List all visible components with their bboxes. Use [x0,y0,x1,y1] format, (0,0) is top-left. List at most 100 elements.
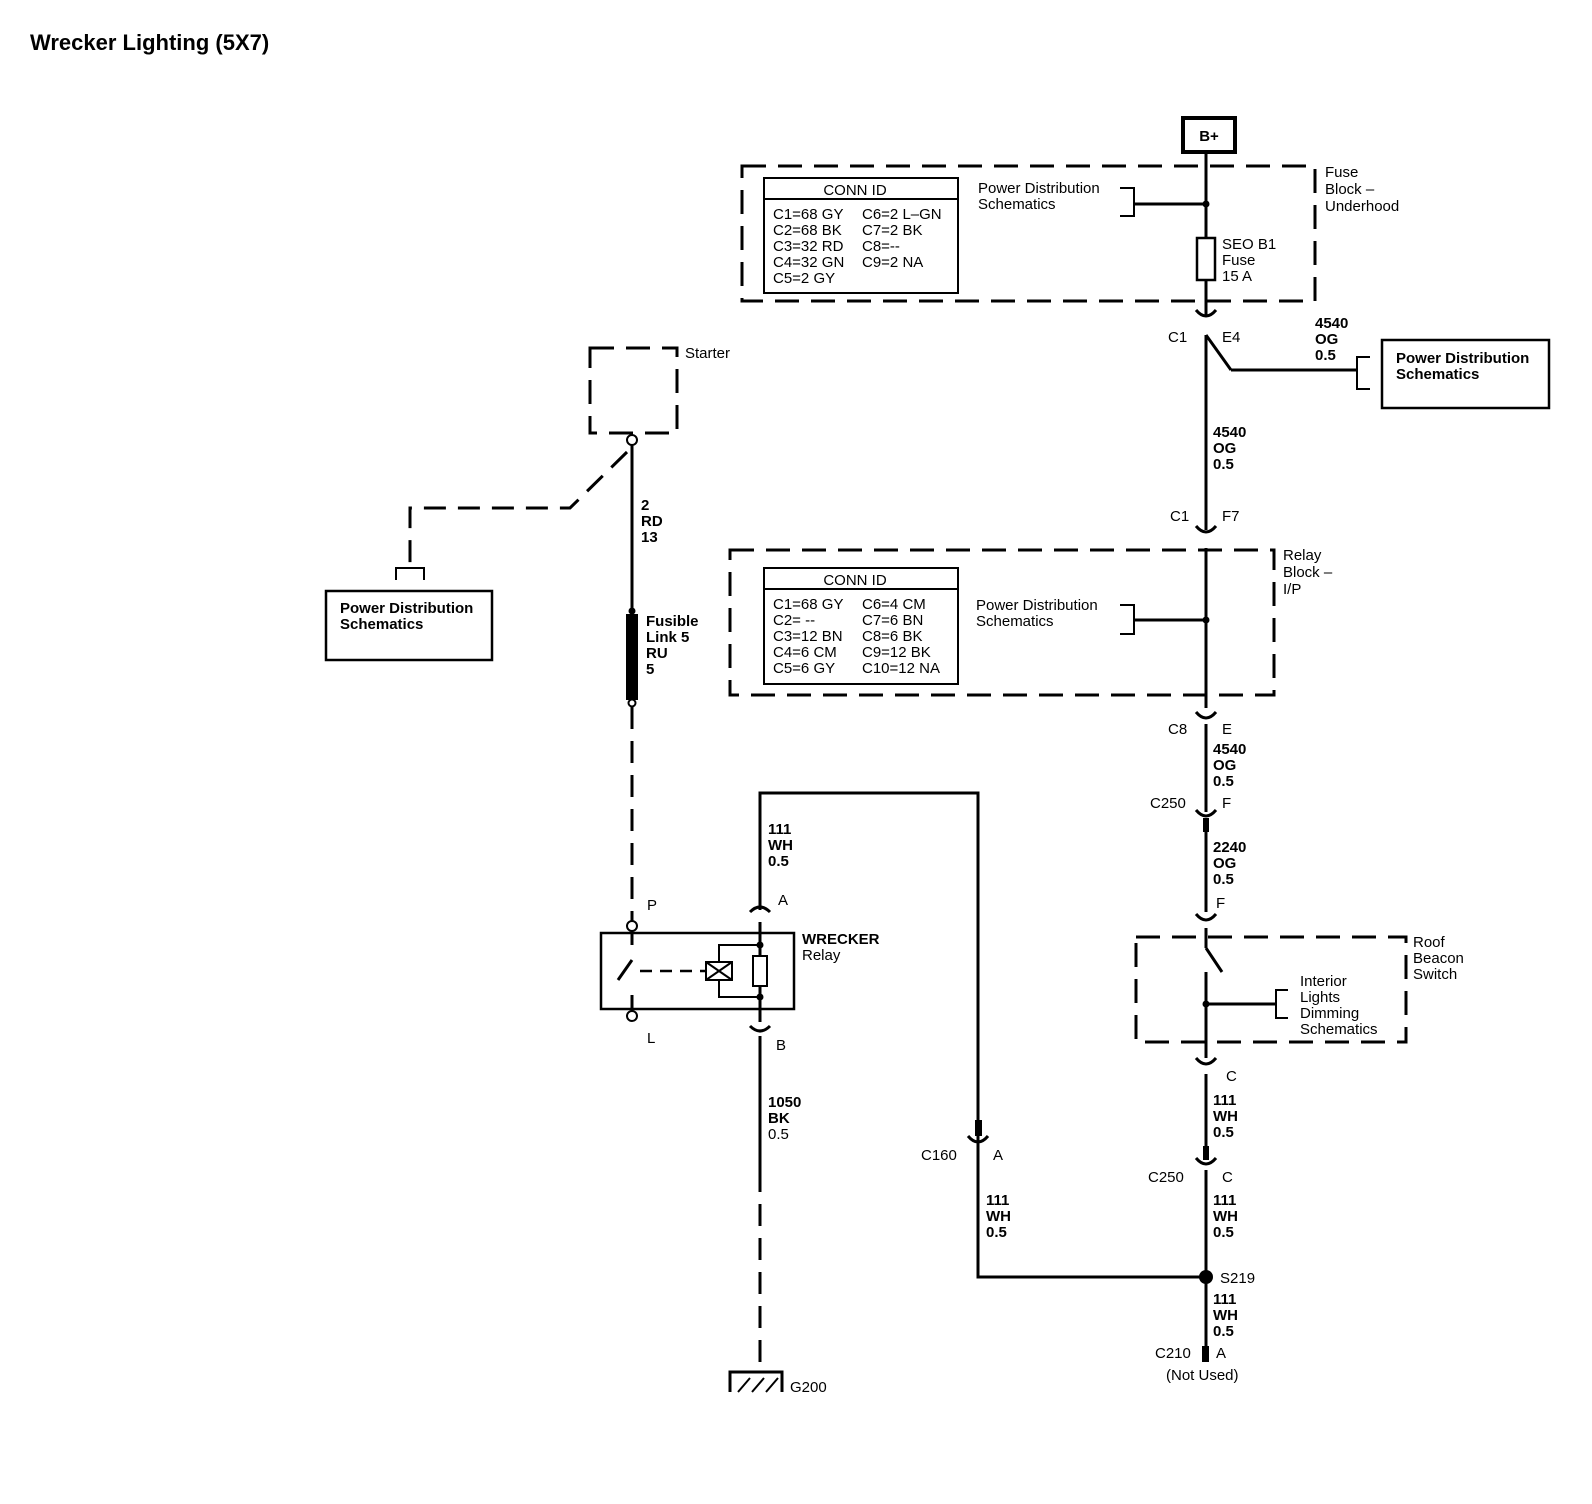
conn-id-table-relay-block: CONN ID C1=68 GY C6=4 CM C2= -- C7=6 BN … [763,567,959,685]
wire-2-rd: 2 RD 13 [630,445,663,610]
svg-text:0.5: 0.5 [768,1126,789,1143]
wire-1050-bk: 1050 BK 0.5 [758,1036,801,1370]
ground-g200: G200 [728,1370,827,1396]
svg-text:C9=2 NA: C9=2 NA [862,254,923,271]
power-distribution-box-right: Power Distribution Schematics [1356,338,1551,410]
svg-text:C5=6 GY: C5=6 GY [773,660,835,677]
roof-beacon-switch: Roof Beacon Switch Interior Lights Dimmi… [1134,934,1464,1044]
svg-text:C250: C250 [1150,795,1186,812]
svg-text:0.5: 0.5 [1213,456,1234,473]
svg-text:E4: E4 [1222,329,1240,346]
svg-text:L: L [647,1030,655,1047]
svg-text:WRECKER: WRECKER [802,931,880,948]
svg-text:WH: WH [986,1208,1011,1225]
wire-label-4540-a: 4540 OG 0.5 [1213,424,1246,473]
svg-text:5: 5 [646,661,654,678]
svg-text:WH: WH [1213,1208,1238,1225]
svg-text:13: 13 [641,529,658,546]
svg-text:Block –: Block – [1325,181,1375,198]
svg-text:F: F [1222,795,1231,812]
connector-c1-e4: C1 E4 4540 OG 0.5 [1168,308,1357,372]
wire-label-111-relay: 111 WH 0.5 [768,821,793,870]
svg-text:OG: OG [1213,757,1236,774]
svg-text:RD: RD [641,513,663,530]
svg-text:C6=4 CM: C6=4 CM [862,596,926,613]
svg-text:WH: WH [1213,1307,1238,1324]
svg-text:4540: 4540 [1213,741,1246,758]
svg-text:C: C [1222,1169,1233,1186]
svg-text:Schematics: Schematics [1300,1021,1378,1038]
svg-text:C1: C1 [1170,508,1189,525]
relay-block-ip: Relay Block – I/P [728,547,1333,697]
svg-text:C8=6 BK: C8=6 BK [862,628,922,645]
svg-text:Power Distribution: Power Distribution [340,600,473,617]
connector-switch-c: C [1194,1056,1237,1085]
svg-text:Starter: Starter [685,345,730,362]
conn-id-table-fuse-block: CONN ID C1=68 GY C6=2 L–GN C2=68 BK C7=2… [763,177,959,294]
svg-text:0.5: 0.5 [986,1224,1007,1241]
svg-text:RU: RU [646,645,668,662]
seo-b1-fuse: SEO B1 Fuse 15 A [1195,236,1276,285]
svg-text:F7: F7 [1222,508,1240,525]
svg-text:Fusible: Fusible [646,613,699,630]
svg-text:OG: OG [1213,440,1236,457]
svg-text:C7=6 BN: C7=6 BN [862,612,923,629]
svg-text:OG: OG [1213,855,1236,872]
svg-text:G200: G200 [790,1379,827,1396]
svg-text:Schematics: Schematics [340,616,423,633]
svg-text:E: E [1222,721,1232,738]
power-distribution-box-left: Power Distribution Schematics [324,450,629,662]
svg-text:111: 111 [986,1192,1009,1209]
svg-text:2: 2 [641,497,649,514]
svg-text:(Not Used): (Not Used) [1166,1367,1239,1384]
svg-text:F: F [1216,895,1225,912]
svg-text:A: A [778,892,788,909]
svg-text:Relay: Relay [802,947,841,964]
wire-label-111-s219: 111 WH 0.5 [1213,1291,1238,1340]
page-title: Wrecker Lighting (5X7) [30,30,270,55]
connector-c250-f: C250 F [1150,795,1231,832]
svg-text:C5=2 GY: C5=2 GY [773,270,835,287]
svg-text:CONN ID: CONN ID [823,182,887,199]
wire-label-111-c160: 111 WH 0.5 [986,1192,1011,1241]
svg-text:C7=2 BK: C7=2 BK [862,222,922,239]
svg-text:Interior: Interior [1300,973,1347,990]
svg-text:C1: C1 [1168,329,1187,346]
pd-reference-relay-block: Power Distribution Schematics [976,597,1210,635]
svg-text:C6=2 L–GN: C6=2 L–GN [862,206,942,223]
svg-text:0.5: 0.5 [1213,871,1234,888]
svg-text:C8=--: C8=-- [862,238,900,255]
battery-positive-terminal: B+ [1181,116,1237,154]
svg-text:B+: B+ [1199,128,1219,145]
svg-text:Block –: Block – [1283,564,1333,581]
fusible-link-5: Fusible Link 5 RU 5 [626,607,699,922]
svg-text:C2= --: C2= -- [773,612,815,629]
connector-switch-f: F [1194,895,1225,922]
svg-text:C2=68 BK: C2=68 BK [773,222,842,239]
svg-text:2240: 2240 [1213,839,1246,856]
svg-text:C210: C210 [1155,1345,1191,1362]
svg-text:Schematics: Schematics [1396,366,1479,383]
wire-111-loop [758,791,1206,1279]
svg-text:Beacon: Beacon [1413,950,1464,967]
wrecker-relay: WRECKER Relay [599,920,880,1022]
svg-text:0.5: 0.5 [1315,347,1336,364]
svg-text:WH: WH [1213,1108,1238,1125]
connector-c250-c: C250 C [1148,1146,1233,1186]
svg-text:111: 111 [1213,1192,1236,1209]
svg-text:Relay: Relay [1283,547,1322,564]
svg-text:111: 111 [1213,1291,1236,1308]
svg-text:C3=12 BN: C3=12 BN [773,628,843,645]
connector-c210-a: C210 A (Not Used) [1155,1345,1239,1384]
svg-text:C9=12 BK: C9=12 BK [862,644,931,661]
svg-text:Schematics: Schematics [978,196,1056,213]
fuse-block-underhood: Fuse Block – Underhood [740,164,1399,303]
svg-text:Lights: Lights [1300,989,1340,1006]
svg-text:4540: 4540 [1315,315,1348,332]
svg-text:CONN ID: CONN ID [823,572,887,589]
svg-text:15 A: 15 A [1222,268,1252,285]
svg-text:Dimming: Dimming [1300,1005,1359,1022]
svg-text:BK: BK [768,1110,790,1127]
svg-text:111: 111 [768,821,791,838]
